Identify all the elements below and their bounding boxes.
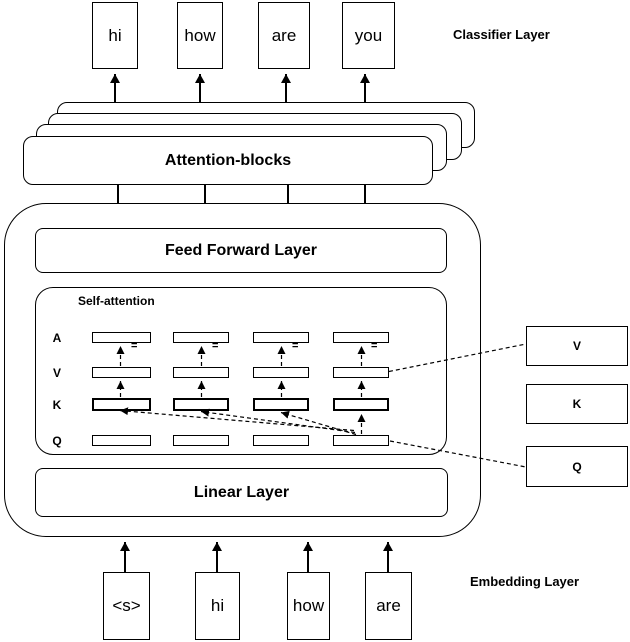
output-token-label: hi — [108, 25, 122, 45]
classifier-layer-label: Classifier Layer — [453, 27, 550, 42]
q-matrix-cell — [173, 435, 229, 446]
output-token-label: are — [271, 25, 297, 45]
external-k-label: K — [572, 397, 582, 411]
external-q-box: Q — [526, 446, 628, 487]
q-matrix-cell — [92, 435, 151, 446]
input-token-box: how — [287, 572, 330, 640]
a-matrix-cell — [333, 332, 389, 343]
external-v-label: V — [572, 339, 581, 353]
output-token-label: how — [184, 25, 216, 45]
input-token-label: how — [292, 596, 325, 615]
input-token-label: hi — [210, 596, 225, 615]
input-token-label: are — [376, 596, 401, 615]
v-matrix-cell — [333, 367, 389, 378]
a-matrix-cell — [92, 332, 151, 343]
feed-forward-layer-box: Feed Forward Layer — [35, 228, 447, 273]
output-token-box: are — [258, 2, 310, 69]
equals-sign: = — [212, 340, 219, 352]
input-token-label: <s> — [112, 596, 141, 615]
row-label-a: A — [52, 331, 62, 345]
output-token-box: you — [342, 2, 395, 69]
k-matrix-cell — [173, 398, 229, 411]
row-label-q: Q — [52, 434, 62, 448]
feed-forward-layer-label: Feed Forward Layer — [164, 241, 318, 259]
v-matrix-cell — [173, 367, 229, 378]
k-matrix-cell — [253, 398, 309, 411]
row-label-k: K — [52, 398, 62, 412]
linear-layer-label: Linear Layer — [193, 483, 290, 501]
external-v-box: V — [526, 326, 628, 366]
linear-layer-box: Linear Layer — [35, 468, 448, 517]
q-matrix-cell — [333, 435, 389, 446]
output-token-label: you — [354, 25, 383, 45]
v-matrix-cell — [92, 367, 151, 378]
external-k-box: K — [526, 384, 628, 424]
external-q-label: Q — [572, 459, 582, 474]
q-matrix-cell — [253, 435, 309, 446]
self-attention-label: Self-attention — [78, 294, 155, 308]
attention-blocks-front: Attention-blocks — [23, 136, 433, 185]
a-matrix-cell — [173, 332, 229, 343]
input-token-box: are — [365, 572, 412, 640]
embedding-layer-label: Embedding Layer — [470, 574, 580, 589]
attention-blocks-label: Attention-blocks — [164, 151, 292, 169]
k-matrix-cell — [92, 398, 151, 411]
input-token-box: <s> — [103, 572, 150, 640]
equals-sign: = — [292, 340, 299, 352]
k-matrix-cell — [333, 398, 389, 411]
equals-sign: = — [371, 340, 378, 352]
v-matrix-cell — [253, 367, 309, 378]
row-label-v: V — [52, 366, 61, 380]
output-token-box: hi — [92, 2, 138, 69]
output-token-box: how — [177, 2, 223, 69]
input-token-box: hi — [195, 572, 240, 640]
equals-sign: = — [131, 340, 138, 352]
a-matrix-cell — [253, 332, 309, 343]
